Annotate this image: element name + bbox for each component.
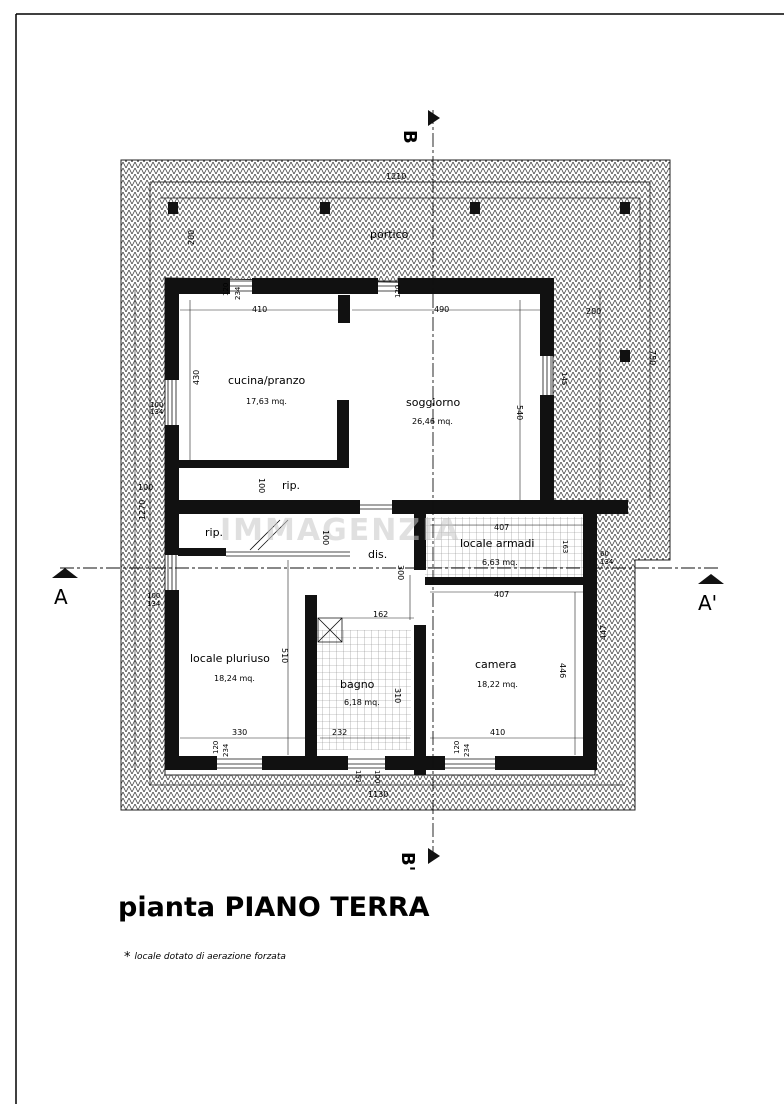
dim-label: 200 — [586, 307, 601, 316]
room-area: 17,63 mq. — [246, 397, 287, 406]
room-name: camera — [475, 658, 517, 671]
dim-label: 1130 — [368, 790, 388, 799]
dim-label: 430 — [192, 370, 201, 385]
windows — [167, 280, 595, 769]
walls — [165, 278, 628, 775]
room-name: dis. — [368, 548, 387, 561]
dim-label: 310 — [393, 688, 402, 703]
footnote-text: locale dotato di aerazione forzata — [134, 952, 286, 962]
dim-label: 330 — [232, 728, 247, 737]
dim-label: 300 — [396, 565, 405, 580]
room-area: 18,24 mq. — [214, 674, 255, 683]
room-area: 6,63 mq. — [482, 558, 518, 567]
dim-label: 100 — [257, 478, 266, 493]
room-name: locale pluriuso — [190, 652, 270, 665]
dim-label: 1270 — [138, 500, 147, 520]
room-labels: portico cucina/pranzo 17,63 mq. soggiorn… — [190, 228, 534, 707]
dim-label: 407 — [494, 523, 509, 532]
dimension-lines — [134, 181, 650, 770]
dim-label: 100 — [373, 770, 381, 783]
dim-label: 1210 — [386, 172, 406, 181]
dim-label: 151 — [354, 770, 362, 783]
dim-label: 163 — [561, 540, 569, 553]
dim-label: 407 — [494, 590, 509, 599]
footnote: *locale dotato di aerazione forzata — [124, 948, 286, 965]
page-border — [15, 13, 784, 1104]
room-name: cucina/pranzo — [228, 374, 306, 387]
room-area: 18,22 mq. — [477, 680, 518, 689]
dim-label: 120 — [212, 741, 220, 754]
room-area: 6,18 mq. — [344, 698, 380, 707]
section-mark-left: A — [54, 585, 68, 609]
room-name: soggiorno — [406, 396, 461, 409]
dim-label: 447 — [599, 625, 608, 640]
room-area: 26,46 mq. — [412, 417, 453, 426]
section-lines — [60, 110, 720, 855]
dim-label: 410 — [252, 305, 267, 314]
dim-label: 234 — [222, 743, 230, 757]
dim-label: 120 — [394, 285, 402, 298]
dim-label: 100 — [150, 401, 163, 409]
pillars — [168, 202, 630, 362]
dim-label: 410 — [490, 728, 505, 737]
dim-label: 200 — [187, 230, 196, 245]
dim-label: 145 — [560, 372, 568, 385]
dim-label: 60 — [600, 550, 609, 558]
room-name: locale armadi — [460, 537, 534, 550]
room-name: portico — [370, 228, 409, 241]
section-markers — [52, 110, 724, 864]
dim-label: 120 — [222, 283, 230, 296]
armadi-tiles — [425, 517, 583, 577]
plan-title: pianta PIANO TERRA — [118, 892, 430, 923]
footnote-marker: * — [124, 950, 131, 965]
dim-label: 100 — [147, 592, 160, 600]
upper-floor-area — [178, 292, 541, 504]
bagno-tiles — [316, 630, 411, 750]
dim-label: 540 — [515, 405, 524, 420]
dim-label: 134 — [150, 408, 164, 416]
dim-label: 234 — [463, 743, 471, 757]
dim-label: 232 — [332, 728, 347, 737]
dim-label: 490 — [434, 305, 449, 314]
dim-label: 100 — [138, 483, 153, 492]
dim-label: 750 — [648, 350, 657, 365]
dim-label: 162 — [373, 610, 388, 619]
section-mark-right: A' — [698, 591, 717, 615]
dim-label: 446 — [558, 663, 567, 678]
section-mark-top: B — [399, 130, 420, 144]
dim-label: 134 — [147, 600, 161, 608]
room-name: bagno — [340, 678, 375, 691]
dim-label: 510 — [280, 648, 289, 663]
dim-label: 234 — [234, 286, 242, 300]
dim-label: 120 — [453, 741, 461, 754]
room-name: rip. — [205, 526, 223, 539]
section-mark-bottom: B' — [397, 852, 418, 871]
stairs — [226, 504, 392, 643]
dim-label: 100 — [321, 530, 330, 545]
dim-label: 134 — [600, 558, 614, 566]
dimension-labels: 1210 200 120 234 410 120 490 430 100 134… — [138, 172, 657, 799]
watermark: IMMAGENZIA — [220, 513, 460, 548]
room-name: rip. — [282, 479, 300, 492]
